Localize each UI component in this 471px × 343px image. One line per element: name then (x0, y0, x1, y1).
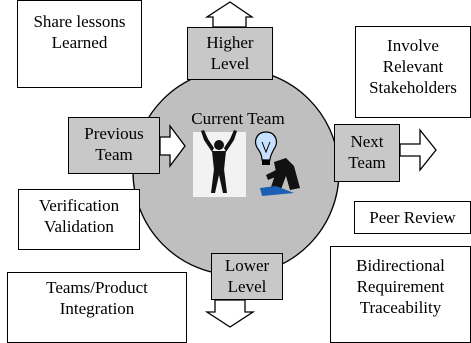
peer-review-box: Peer Review (354, 201, 471, 234)
bidirectional-line2: Requirement (356, 277, 445, 296)
bidirectional-line1: Bidirectional (356, 256, 445, 275)
involve-line1: Involve (387, 36, 439, 55)
teams-product-integration-box: Teams/Product Integration (7, 272, 187, 343)
higher-level-line1: Higher (206, 33, 254, 52)
previous-team-line1: Previous (84, 124, 144, 143)
next-team-line2: Team (348, 153, 386, 172)
involve-line2: Relevant (382, 57, 444, 76)
previous-team-line2: Team (95, 145, 133, 164)
bidirectional-line3: Traceability (359, 298, 442, 317)
person-arms-raised-icon (193, 130, 246, 197)
next-team-arrow-icon (399, 128, 437, 172)
teams-product-line1: Teams/Product (46, 278, 148, 297)
peer-review-line1: Peer Review (369, 208, 456, 227)
verification-line1: Verification (38, 196, 120, 215)
next-team-box: Next Team (334, 124, 400, 182)
verification-line2: Validation (44, 217, 114, 236)
share-lessons-box: Share lessons Learned (17, 0, 142, 88)
higher-level-box: Higher Level (187, 27, 273, 80)
down-arrow-icon (204, 299, 256, 328)
involve-stakeholders-box: Involve Relevant Stakeholders (355, 26, 471, 118)
share-lessons-line2: Learned (51, 33, 108, 52)
share-lessons-line1: Share lessons (33, 12, 126, 31)
involve-line3: Stakeholders (369, 78, 457, 97)
lower-level-line1: Lower (224, 256, 270, 275)
previous-team-box: Previous Team (68, 117, 160, 174)
lower-level-box: Lower Level (211, 253, 283, 300)
previous-team-arrow-icon (159, 124, 186, 168)
higher-level-line2: Level (210, 54, 250, 73)
bidirectional-traceability-box: Bidirectional Requirement Traceability (330, 246, 471, 343)
verification-validation-box: Verification Validation (18, 189, 140, 250)
up-arrow-icon (204, 1, 255, 28)
lower-level-line2: Level (227, 277, 267, 296)
lightbulb-person-icon (255, 131, 300, 196)
current-team-text: Current Team (191, 109, 285, 128)
current-team-label: Current Team (178, 108, 298, 129)
next-team-line1: Next (350, 132, 384, 151)
teams-product-line2: Integration (59, 299, 135, 318)
